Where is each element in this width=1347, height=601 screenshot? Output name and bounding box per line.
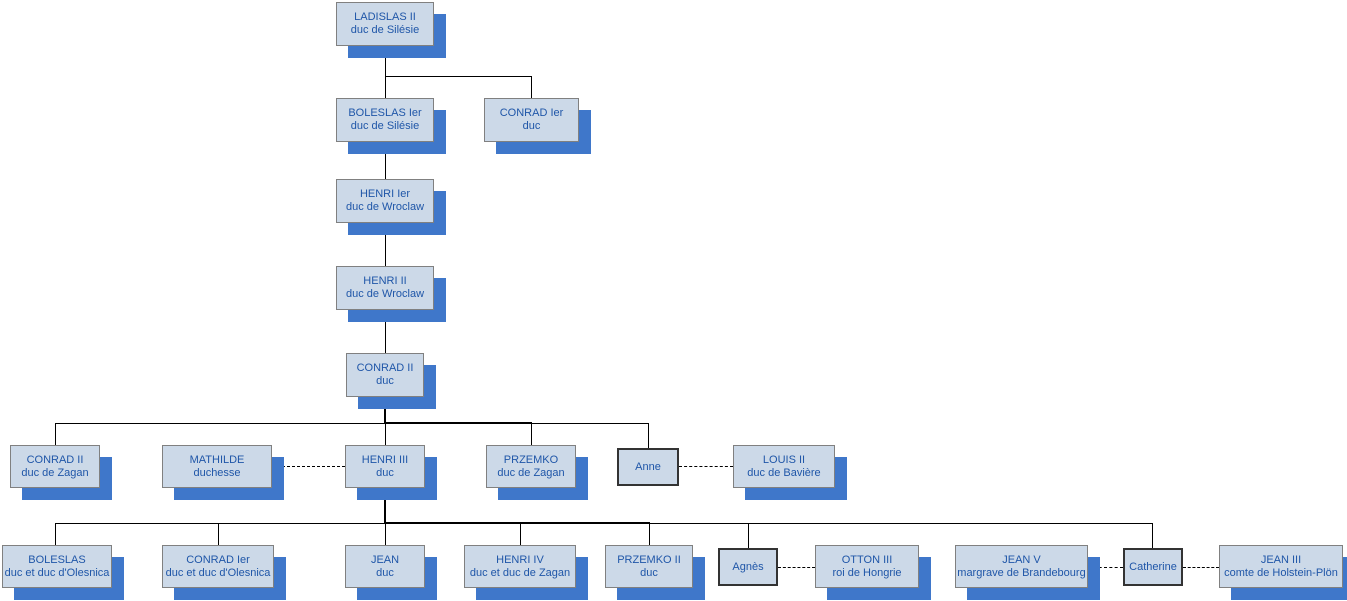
sibling-bar-gen6-bold <box>384 422 532 424</box>
person-title: duc de Silésie <box>350 24 420 36</box>
marriage-link-jean5-catherine <box>1088 567 1123 568</box>
person-name: JEAN III <box>1260 553 1302 566</box>
person-title: duc de Wroclaw <box>345 288 425 300</box>
person-name: JEAN V <box>1002 553 1041 566</box>
person-name: JEAN <box>370 553 400 566</box>
person-title: duc de Silésie <box>350 120 420 132</box>
person-title: duc <box>376 566 394 579</box>
person-name: Anne <box>635 460 661 473</box>
person-name: HENRI III <box>361 453 409 466</box>
sibling-bar-gen6-right <box>531 423 648 424</box>
sibling-bar-gen7-left <box>55 523 385 524</box>
person-title: duc et duc d'Olesnica <box>165 566 271 579</box>
person-title: duc de Zagan <box>497 466 565 479</box>
person-title: duc de Wroclaw <box>345 201 425 213</box>
person-name: PRZEMKO <box>503 453 559 466</box>
connector-conrad1-up <box>531 76 532 98</box>
person-name: Catherine <box>1129 560 1177 573</box>
sibling-bar-gen7-bold <box>384 522 650 524</box>
person-name: CONRAD Ier <box>186 553 250 566</box>
connector-boleslas1-henri1 <box>385 142 386 179</box>
person-title: duc et duc de Zagan <box>469 566 571 579</box>
person-name: CONRAD II <box>26 453 84 466</box>
drop-agnes <box>748 523 749 548</box>
person-title: duchesse <box>193 466 241 479</box>
connector-henri1-henri2 <box>385 223 386 266</box>
person-name: CONRAD Ier <box>499 107 564 119</box>
drop-jean-duc <box>385 523 386 545</box>
person-title: duc <box>376 466 394 479</box>
marriage-link-agnes-otton3 <box>778 567 815 568</box>
connector-henri2-conrad2 <box>385 310 386 353</box>
sibling-bar-gen6-left <box>55 423 385 424</box>
person-name: HENRI IV <box>496 553 544 566</box>
person-name: HENRI II <box>363 275 407 287</box>
person-name: Agnès <box>732 560 764 573</box>
connector-henri3-down <box>384 488 386 523</box>
person-name: CONRAD II <box>356 362 414 374</box>
person-name: BOLESLAS Ier <box>348 107 422 119</box>
sibling-bar-gen7-right <box>649 523 1153 524</box>
person-name: LADISLAS II <box>354 11 416 23</box>
drop-henri3 <box>385 423 386 445</box>
person-name: LOUIS II <box>762 453 806 466</box>
connector-ladislas2-down <box>385 46 386 76</box>
person-title: duc <box>640 566 658 579</box>
drop-catherine <box>1152 523 1153 548</box>
person-name: PRZEMKO II <box>617 553 681 566</box>
drop-conrad2-zagan <box>55 423 56 445</box>
person-title: margrave de Brandebourg <box>957 566 1086 579</box>
marriage-link-catherine-jean3 <box>1183 567 1219 568</box>
connector-conrad2-down <box>384 397 386 423</box>
person-node-catherine[interactable]: Catherine <box>1123 548 1183 586</box>
drop-boleslas-olesnica <box>55 523 56 545</box>
connector-gen1-bar <box>385 76 531 77</box>
person-title: duc de Bavière <box>747 466 821 479</box>
person-name: BOLESLAS <box>28 553 86 566</box>
marriage-link-mathilde-henri3 <box>272 466 345 467</box>
drop-anne <box>648 423 649 448</box>
person-title: duc de Zagan <box>21 466 89 479</box>
drop-przemko <box>531 423 532 445</box>
person-name: MATHILDE <box>189 453 245 466</box>
person-name: OTTON III <box>841 553 893 566</box>
person-node-agnes[interactable]: Agnès <box>718 548 778 586</box>
person-node-anne[interactable]: Anne <box>617 448 679 486</box>
person-title: roi de Hongrie <box>832 566 902 579</box>
person-title: duc <box>522 120 541 132</box>
marriage-link-anne-louis2 <box>679 466 733 467</box>
person-title: comte de Holstein-Plön <box>1224 566 1338 579</box>
person-name: HENRI Ier <box>359 188 411 200</box>
drop-conrad1-olesnica <box>218 523 219 545</box>
drop-henri4 <box>520 523 521 545</box>
person-title: duc et duc d'Olesnica <box>4 566 110 579</box>
person-title: duc <box>376 375 394 387</box>
drop-przemko2 <box>649 523 650 545</box>
connector-boleslas1-up <box>385 76 386 98</box>
